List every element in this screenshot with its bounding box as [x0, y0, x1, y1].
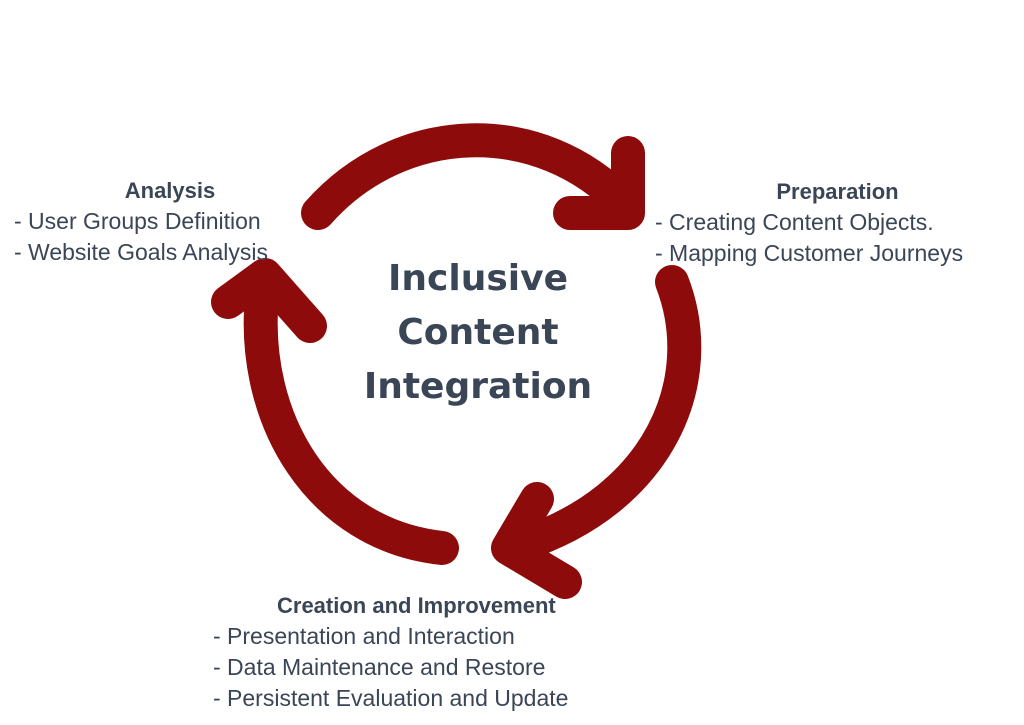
stage-creation-item: - Presentation and Interaction [213, 623, 515, 649]
stage-preparation-item: - Creating Content Objects. [655, 209, 934, 235]
center-title-line-3: Integration [363, 366, 593, 407]
stage-creation-item: - Data Maintenance and Restore [213, 654, 546, 680]
stage-analysis-item: - User Groups Definition [14, 208, 261, 234]
stage-preparation: Preparation - Creating Content Objects. … [655, 176, 1015, 269]
stage-creation: Creation and Improvement - Presentation … [213, 590, 633, 714]
stage-creation-title: Creation and Improvement [277, 593, 556, 618]
center-title-line-1: Inclusive [388, 258, 568, 299]
stage-preparation-title: Preparation [776, 179, 899, 204]
stage-analysis-title: Analysis [124, 178, 216, 203]
stage-analysis: Analysis - User Groups Definition - Webs… [14, 175, 314, 268]
stage-analysis-item: - Website Goals Analysis [14, 239, 268, 265]
center-title: Inclusive Content Integration [328, 252, 628, 414]
arrow-preparation-to-creation [491, 265, 702, 599]
center-title-line-2: Content [397, 312, 559, 353]
stage-preparation-item: - Mapping Customer Journeys [655, 240, 964, 266]
stage-creation-item: - Persistent Evaluation and Update [213, 685, 569, 711]
arrow-analysis-to-preparation [301, 123, 645, 230]
arrow-creation-to-analysis [211, 258, 459, 565]
